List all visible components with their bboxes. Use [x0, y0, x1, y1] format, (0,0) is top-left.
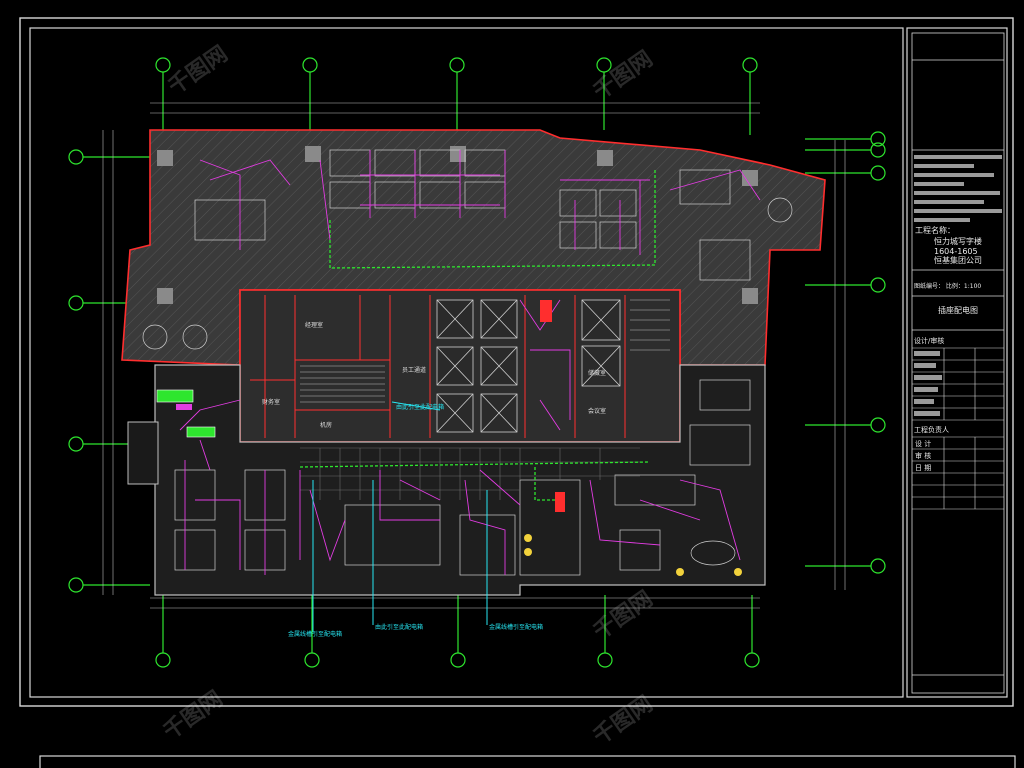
drawing-name: 插座配电图 — [938, 305, 978, 315]
cable-leaders — [312, 401, 488, 632]
room-label: 储藏室 — [588, 369, 606, 377]
room-label: 经理室 — [305, 321, 323, 329]
elevator-shafts — [436, 299, 621, 433]
inner-frame — [29, 27, 904, 698]
watermark-text: 千图网 — [589, 47, 657, 105]
outer-frame — [19, 17, 1014, 707]
cable-note: 金属线槽引至配电箱 — [489, 623, 543, 631]
room-label: 机房 — [320, 421, 332, 429]
project-label: 工程名称： — [915, 225, 955, 235]
cable-trays — [299, 170, 656, 501]
watermark-text: 千图网 — [159, 687, 227, 745]
row-review: 审 核 — [915, 451, 931, 460]
workstations-lower — [174, 379, 751, 576]
section-design: 设计/审核 — [914, 336, 944, 345]
watermark-text: 千图网 — [589, 692, 657, 750]
distribution-boxes — [156, 300, 742, 576]
corridor-grid — [300, 447, 640, 500]
project-number: 1604-1605 — [934, 247, 978, 256]
row-design: 设 计 — [915, 439, 931, 448]
cable-note: 由此引至此配电箱 — [396, 403, 444, 411]
room-label: 员工通道 — [402, 366, 426, 374]
row-date: 日 期 — [915, 464, 931, 472]
core-rooms — [250, 295, 626, 438]
cable-note: 由此引至此配电箱 — [375, 623, 423, 631]
section-engineer: 工程负责人 — [914, 425, 949, 434]
project-name: 恒力城写字楼 — [934, 236, 982, 246]
dimension-lines — [102, 102, 846, 609]
room-label: 财务室 — [262, 398, 280, 406]
left-stair — [127, 421, 159, 485]
bottom-sheet-frame — [39, 755, 1016, 768]
axis-grid — [68, 57, 886, 668]
watermark-text: 千图网 — [589, 587, 657, 645]
watermark-text: 千图网 — [164, 42, 232, 100]
structural-columns — [157, 146, 758, 304]
company-name: 恒基集团公司 — [934, 255, 982, 265]
core-stair — [300, 299, 670, 403]
title-block: 工程名称： 恒力城写字楼 1604-1605 恒基集团公司 图纸编号： 比例：1… — [906, 27, 1008, 698]
cable-note: 金属线槽引至配电箱 — [288, 630, 342, 638]
scale-line: 图纸编号： 比例：1:100 — [914, 282, 981, 290]
room-label: 会议室 — [588, 407, 606, 415]
